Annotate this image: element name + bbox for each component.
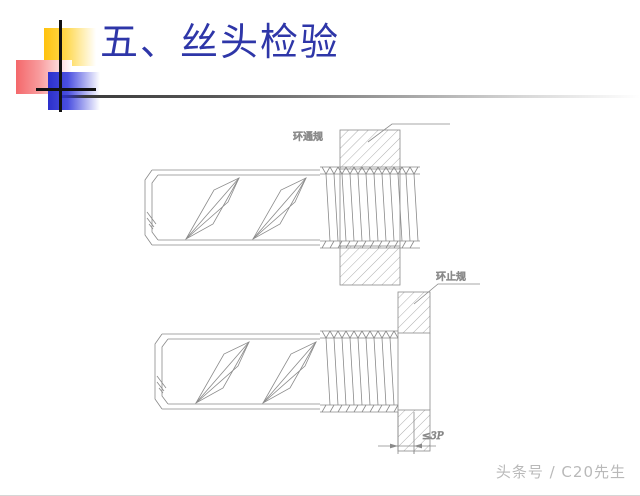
nogo-gauge-figure: 环止规 ≤3P bbox=[154, 270, 480, 454]
page-title: 五、丝头检验 bbox=[100, 20, 341, 64]
logo-vertical-line bbox=[59, 20, 62, 112]
watermark-text: 头条号 / C20先生 bbox=[495, 463, 626, 481]
go-gauge-label: 环通规 bbox=[293, 130, 323, 143]
go-gauge-leader bbox=[367, 123, 450, 143]
nogo-gap-dimension-label: ≤3P bbox=[422, 431, 444, 442]
nogo-rod-surface-marks bbox=[194, 341, 317, 405]
logo-blue-block bbox=[48, 72, 100, 110]
nogo-gauge-label: 环止规 bbox=[436, 270, 466, 283]
go-rod-surface-marks bbox=[184, 177, 307, 241]
nogo-gap-dimension bbox=[378, 412, 436, 454]
go-ring-gauge bbox=[339, 129, 401, 286]
nogo-thread-section bbox=[320, 330, 399, 413]
go-gauge-figure: 环通规 bbox=[144, 123, 450, 286]
decorative-logo bbox=[8, 20, 112, 112]
title-divider bbox=[62, 95, 640, 98]
go-thread-section bbox=[320, 166, 420, 249]
slide-header: 五、丝头检验 bbox=[0, 0, 640, 112]
nogo-gauge-leader bbox=[413, 283, 480, 305]
logo-yellow-block bbox=[44, 28, 96, 66]
go-rod-shank bbox=[144, 169, 320, 246]
thread-inspection-diagram: 环通规 bbox=[144, 123, 480, 454]
technical-drawing-area: 环通规 bbox=[0, 112, 640, 460]
logo-horizontal-line bbox=[36, 88, 96, 91]
nogo-rod-shank bbox=[154, 333, 320, 410]
